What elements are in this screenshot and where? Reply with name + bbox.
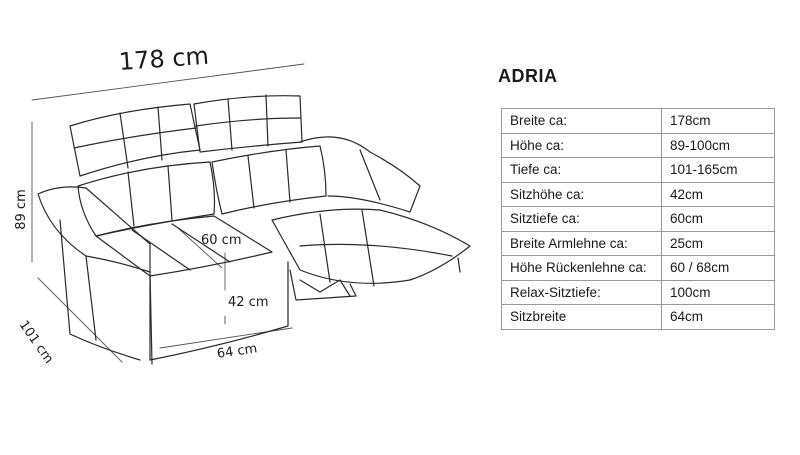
spec-value: 60cm: [661, 206, 775, 232]
spec-value: 60 / 68cm: [661, 255, 775, 281]
spec-value: 42cm: [661, 181, 775, 207]
spec-value: 101-165cm: [661, 157, 775, 183]
seat-height-dimension: 42 cm: [228, 295, 269, 310]
spec-label: Höhe Rückenlehne ca:: [501, 255, 662, 281]
sofa-sketch: [31, 63, 471, 365]
height-dimension: 89 cm: [13, 189, 29, 230]
spec-row: Höhe ca: 89-100cm: [501, 132, 775, 158]
spec-row: Sitztiefe ca: 60cm: [501, 206, 775, 232]
spec-row: Breite ca: 178cm: [501, 108, 775, 134]
spec-value: 100cm: [661, 279, 775, 305]
spec-label: Tiefe ca:: [501, 157, 662, 183]
seat-depth-dimension: 60 cm: [201, 233, 242, 248]
spec-table: Breite ca: 178cm Höhe ca: 89-100cm Tiefe…: [501, 108, 775, 330]
spec-row: Tiefe ca: 101-165cm: [501, 157, 775, 183]
spec-row: Sitzhöhe ca: 42cm: [501, 181, 775, 207]
spec-value: 178cm: [661, 108, 775, 134]
spec-row: Breite Armlehne ca: 25cm: [501, 230, 775, 256]
sofa-line-drawing: 178 cm 89 cm 101 cm 64 cm 60 cm 42 cm: [13, 42, 471, 367]
product-title: ADRIA: [498, 66, 558, 86]
spec-row: Relax-Sitztiefe: 100cm: [501, 279, 775, 305]
spec-label: Breite Armlehne ca:: [501, 230, 662, 256]
spec-label: Sitztiefe ca:: [501, 206, 662, 232]
spec-label: Höhe ca:: [501, 132, 662, 158]
spec-label: Relax-Sitztiefe:: [501, 279, 662, 305]
spec-value: 25cm: [661, 230, 775, 256]
spec-value: 89-100cm: [661, 132, 775, 158]
spec-value: 64cm: [661, 304, 775, 330]
spec-label: Sitzhöhe ca:: [501, 181, 662, 207]
spec-row: Sitzbreite 64cm: [501, 304, 775, 330]
spec-label: Sitzbreite: [501, 304, 662, 330]
spec-row: Höhe Rückenlehne ca: 60 / 68cm: [501, 255, 775, 281]
spec-label: Breite ca:: [501, 108, 662, 134]
